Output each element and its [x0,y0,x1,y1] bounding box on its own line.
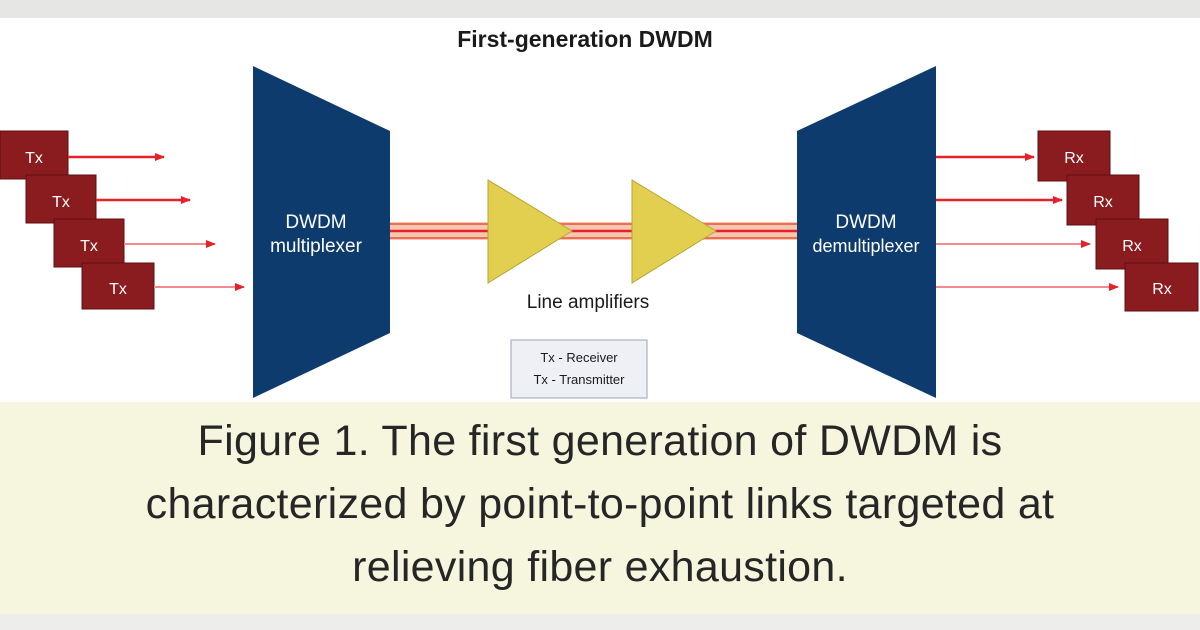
multiplexer-label-line1: DWDM [285,212,346,233]
receiver-label: Rx [1122,238,1142,255]
transmitter-4: Tx [81,262,155,310]
receiver-1: Rx [1037,130,1111,182]
diagram-title: First-generation DWDM [457,26,713,52]
line-amplifiers: Line amplifiers [487,179,717,313]
legend-line2: Tx - Transmitter [533,372,625,387]
dwdm-demultiplexer: DWDM demultiplexer [797,66,936,398]
receiver-label: Rx [1093,194,1113,211]
transmitter-3: Tx [53,218,125,268]
input-signals [68,153,245,291]
transmitter-label: Tx [109,281,127,298]
receiver-4: Rx [1124,262,1199,312]
caption-line3: relieving fiber exhaustion. [352,543,848,591]
bottom-border [0,614,1200,630]
demultiplexer-label-line1: DWDM [835,212,896,233]
caption-line1: Figure 1. The first generation of DWDM i… [197,417,1003,465]
legend: Tx - Receiver Tx - Transmitter [510,339,648,399]
figure-caption: Figure 1. The first generation of DWDM i… [60,410,1140,599]
dwdm-diagram: First-generation DWDM Tx Tx Tx Tx [0,26,1199,399]
receiver-label: Rx [1152,281,1172,298]
multiplexer-label-line2: multiplexer [270,236,363,257]
amplifier-triangle [487,179,573,284]
receiver-label: Rx [1064,150,1084,167]
fiber-link [390,222,800,240]
caption-line2: characterized by point-to-point links ta… [145,480,1055,528]
transmitter-stack: Tx Tx Tx Tx [0,130,155,310]
receiver-3: Rx [1095,218,1169,270]
receiver-2: Rx [1066,174,1140,226]
diagram-background [0,18,1200,402]
transmitter-1: Tx [0,130,69,180]
top-border [0,0,1200,18]
dwdm-multiplexer: DWDM multiplexer [253,66,390,398]
transmitter-label: Tx [52,194,70,211]
demultiplexer-label-line2: demultiplexer [812,236,919,256]
output-signals [936,153,1119,291]
transmitter-label: Tx [80,238,98,255]
transmitter-label: Tx [25,150,43,167]
legend-line1: Tx - Receiver [540,350,618,365]
transmitter-2: Tx [25,174,97,224]
receiver-stack: Rx Rx Rx Rx [1037,130,1199,312]
amplifier-triangle [631,179,717,284]
amplifiers-label: Line amplifiers [527,292,650,313]
caption-background [0,402,1200,614]
